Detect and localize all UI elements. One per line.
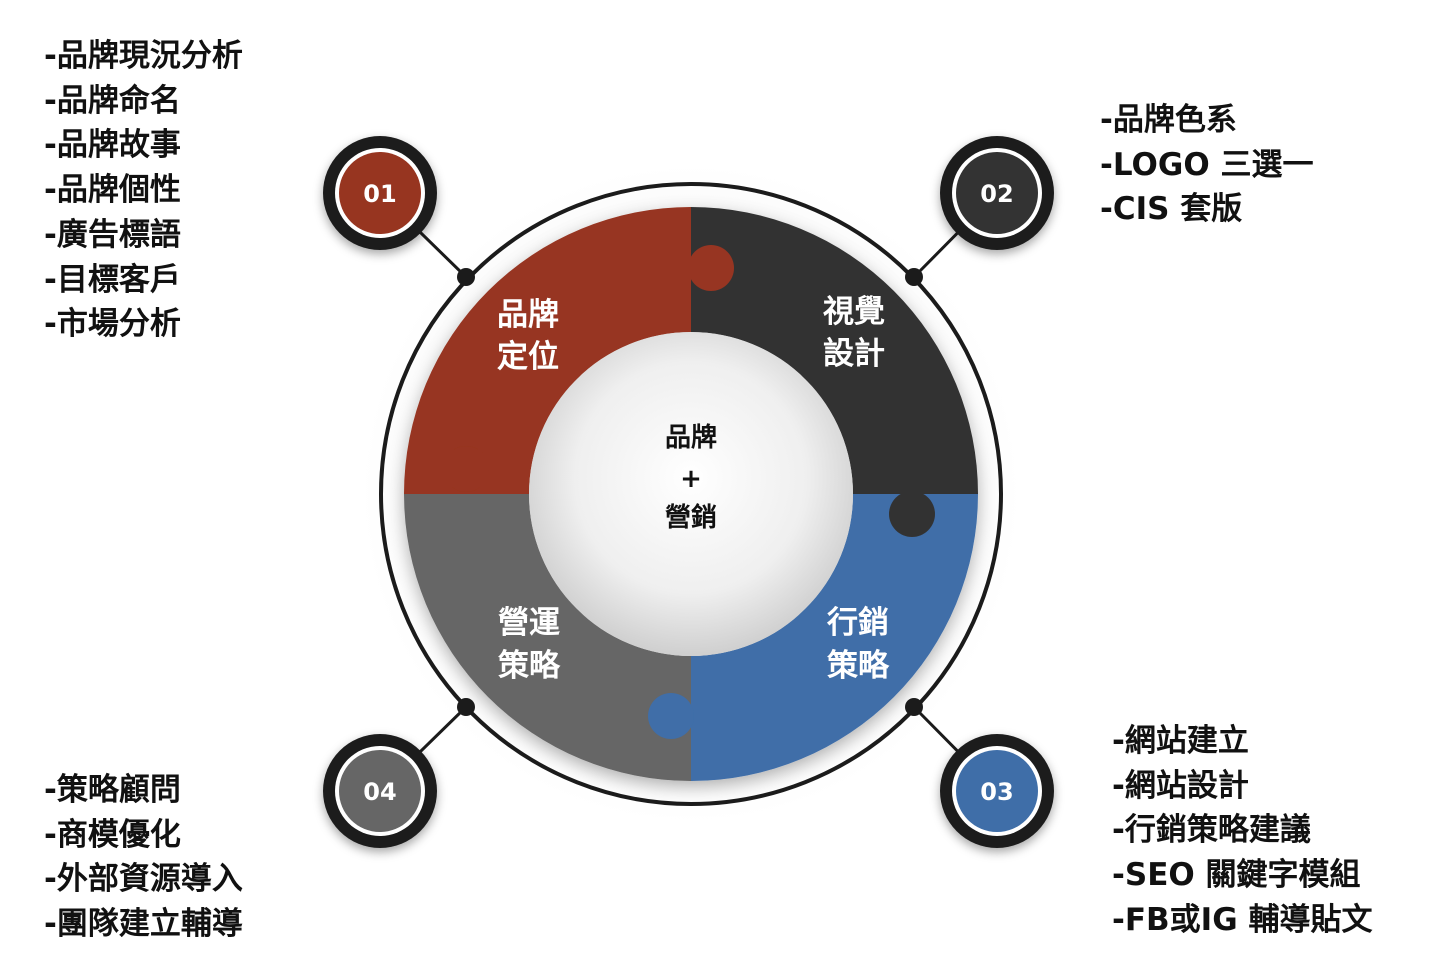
node-03-fill xyxy=(956,750,1038,832)
node-04: 04 xyxy=(323,734,437,848)
list-item: -品牌故事 xyxy=(44,127,181,164)
node-02: 02 xyxy=(940,136,1054,250)
segment-02-items: -品牌色系 -LOGO 三選一 -CIS 套版 xyxy=(1100,98,1313,232)
list-item: -網站建立 xyxy=(1112,723,1249,759)
puzzle-tab xyxy=(688,245,734,291)
puzzle-tab xyxy=(648,693,694,739)
segment-01-title-line2: 定位 xyxy=(497,339,559,375)
segment-04-title-line1: 營運 xyxy=(498,605,560,641)
segment-01-wedge xyxy=(404,207,691,494)
list-item: -品牌個性 xyxy=(44,172,181,209)
connector-dot xyxy=(905,268,923,286)
node-01-number: 01 xyxy=(363,180,396,208)
segment-01-items: -品牌現況分析 -品牌命名 -品牌故事 -品牌個性 -廣告標語 -目標客戶 -市… xyxy=(44,34,243,347)
list-item: -品牌現況分析 xyxy=(44,38,243,74)
segment-03-title-line1: 行銷 xyxy=(826,605,889,641)
node-02-number: 02 xyxy=(980,180,1013,208)
segment-03-wedge xyxy=(691,494,978,781)
node-04-fill xyxy=(339,750,421,832)
segment-02-title-line2: 設計 xyxy=(823,336,885,372)
list-item: -LOGO 三選一 xyxy=(1100,146,1314,183)
list-item: -品牌命名 xyxy=(44,82,181,119)
list-item: -行銷策略建議 xyxy=(1112,812,1311,849)
list-item: -商模優化 xyxy=(44,816,181,853)
segment-02-wedge xyxy=(691,207,978,494)
segment-04-wedge xyxy=(404,494,691,781)
node-03-number: 03 xyxy=(980,778,1013,806)
connector-dot xyxy=(905,698,923,716)
node-02-fill xyxy=(956,152,1038,234)
connector-dot xyxy=(457,268,475,286)
segment-01-title-line1: 品牌 xyxy=(497,297,559,333)
list-item: -廣告標語 xyxy=(44,216,181,253)
list-item: -FB或IG 輔導貼文 xyxy=(1112,901,1373,938)
puzzle-tab xyxy=(889,491,935,537)
node-03: 03 xyxy=(940,734,1054,848)
list-item: -網站設計 xyxy=(1112,767,1249,804)
node-01: 01 xyxy=(323,136,437,250)
list-item: -品牌色系 xyxy=(1100,102,1237,138)
node-04-number: 04 xyxy=(363,778,396,806)
list-item: -SEO 關鍵字模組 xyxy=(1112,857,1361,894)
outer-ring xyxy=(379,182,1003,806)
center-hub xyxy=(529,332,853,656)
segment-03-items: -網站建立 -網站設計 -行銷策略建議 -SEO 關鍵字模組 -FB或IG 輔導… xyxy=(1112,719,1372,943)
center-label-plus: + xyxy=(680,464,702,494)
segment-03-title-line2: 策略 xyxy=(827,648,890,684)
segment-04-title-line2: 策略 xyxy=(498,648,561,684)
center-label-brand: 品牌 xyxy=(665,422,717,453)
connector-dot xyxy=(457,698,475,716)
puzzle-tab xyxy=(443,446,489,492)
list-item: -外部資源導入 xyxy=(44,861,243,898)
puzzle-ring xyxy=(404,207,978,781)
node-01-fill xyxy=(339,152,421,234)
list-item: -CIS 套版 xyxy=(1100,191,1243,228)
list-item: -團隊建立輔導 xyxy=(44,906,243,943)
list-item: -目標客戶 xyxy=(44,261,181,298)
list-item: -策略顧問 xyxy=(44,772,181,808)
list-item: -市場分析 xyxy=(44,306,181,343)
center-label-marketing: 營銷 xyxy=(665,502,717,533)
segment-04-items: -策略顧問 -商模優化 -外部資源導入 -團隊建立輔導 xyxy=(44,768,243,947)
segment-02-title-line1: 視覺 xyxy=(823,294,885,330)
